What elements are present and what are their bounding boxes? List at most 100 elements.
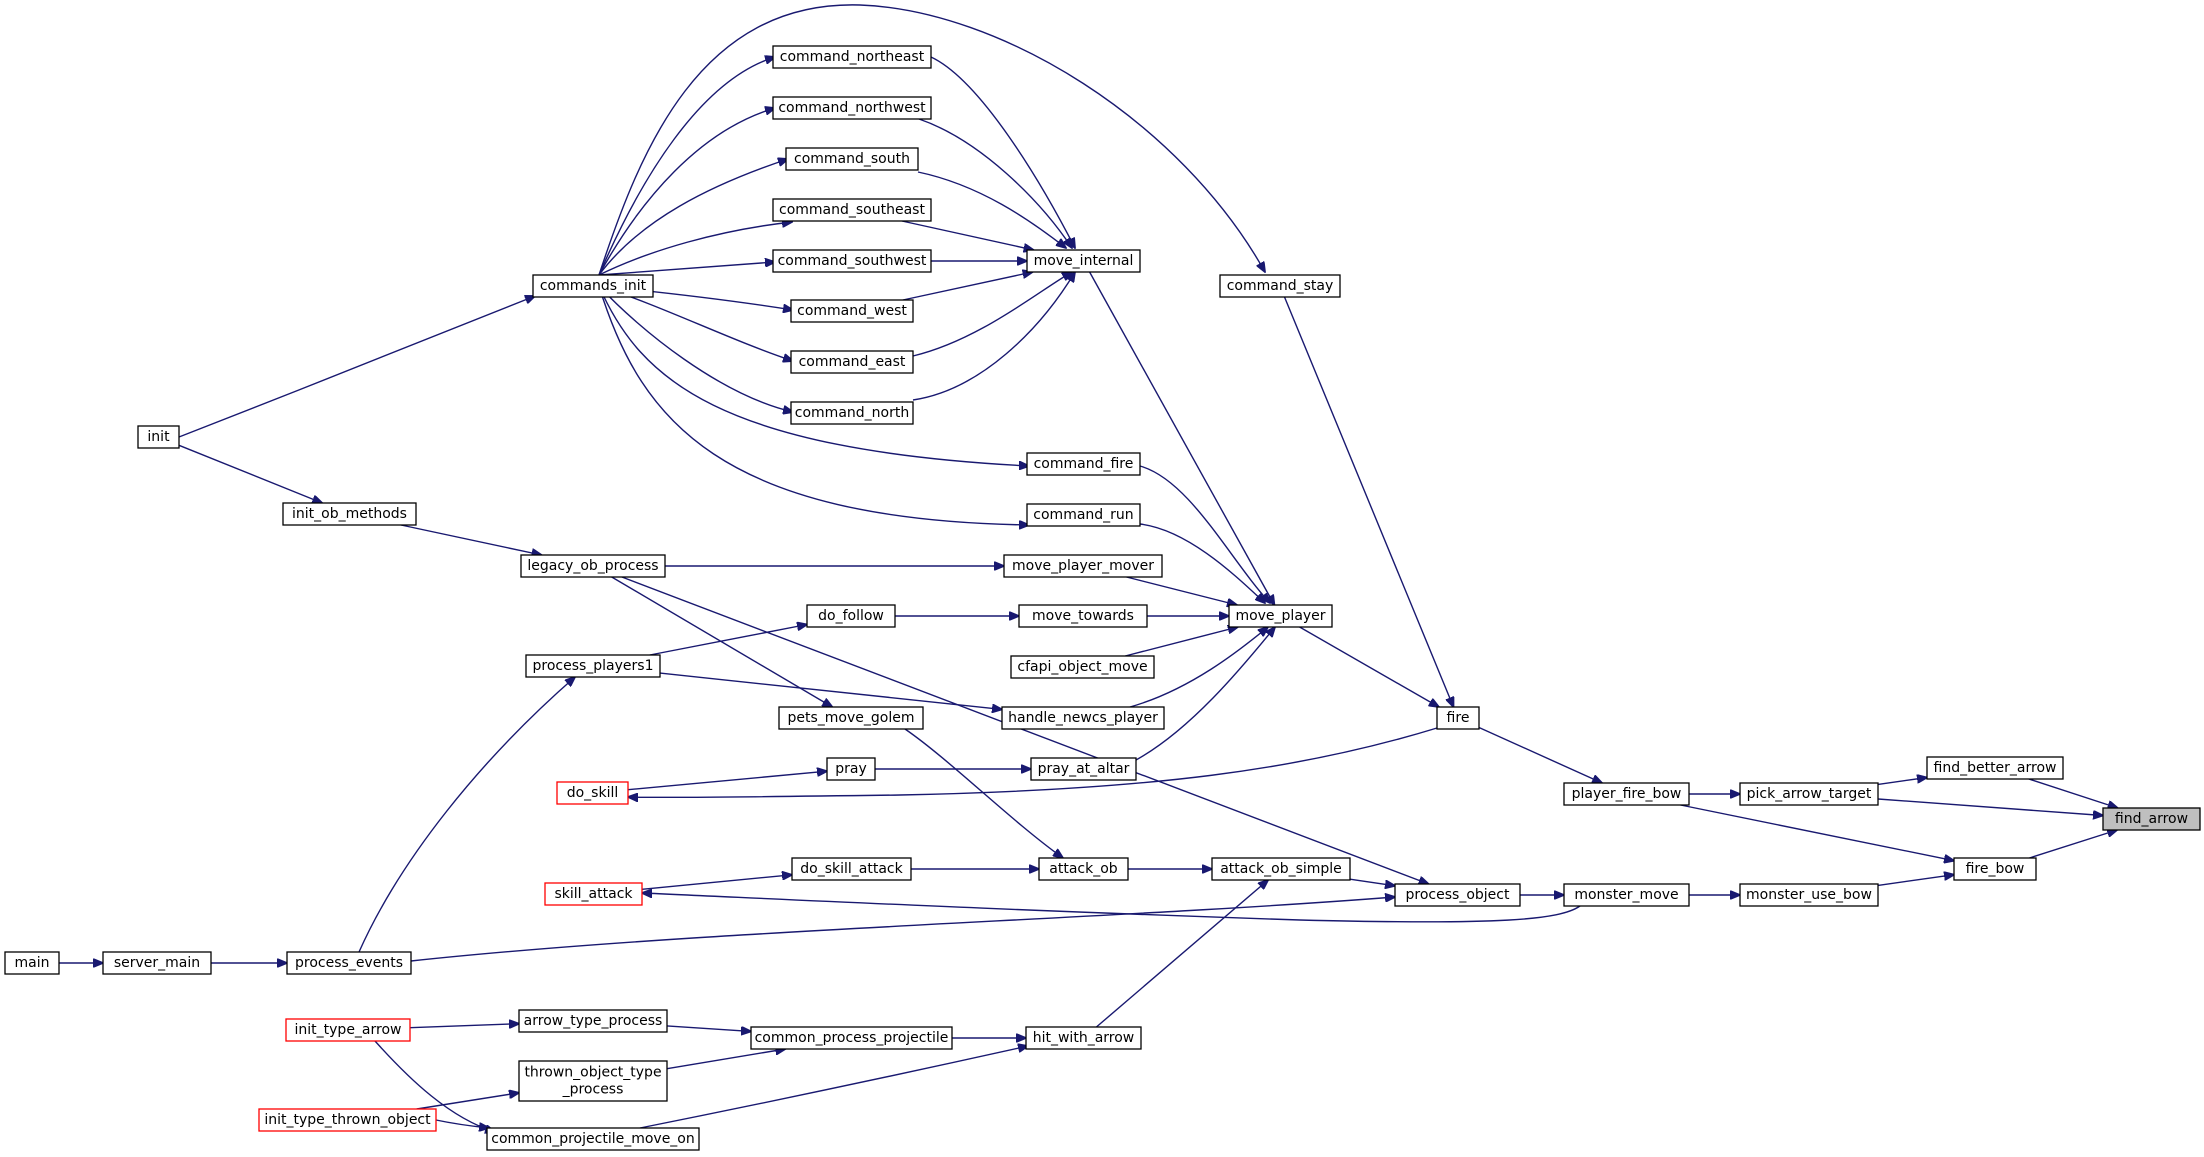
edge-commands_init-to-command_northeast [598, 57, 775, 276]
node-box [1010, 655, 1155, 679]
node-do-follow[interactable]: do_follow [806, 604, 896, 628]
edge-path [666, 1025, 751, 1032]
node-do-skill[interactable]: do_skill [556, 781, 629, 805]
node-box [790, 350, 914, 374]
edge-path [178, 444, 322, 503]
node-find-better-arrow[interactable]: find_better_arrow [1926, 756, 2064, 780]
edge-process_events-to-process_object [410, 897, 1395, 962]
edge-path [639, 1046, 1028, 1129]
edge-init-to-init_ob_methods [178, 444, 322, 503]
node-command-run[interactable]: command_run [1026, 503, 1141, 527]
node-commands-init[interactable]: commands_init [532, 274, 654, 298]
node-label: _process [562, 1082, 624, 1098]
node-label: find_arrow [2115, 811, 2188, 827]
node-command-southeast[interactable]: command_southeast [772, 198, 932, 222]
node-label: handle_newcs_player [1008, 710, 1158, 726]
node-common-projectile-move-on[interactable]: common_projectile_move_on [486, 1127, 700, 1151]
node-arrow-type-process[interactable]: arrow_type_process [518, 1009, 668, 1033]
node-command-west[interactable]: command_west [790, 299, 914, 323]
node-label: pets_move_golem [788, 710, 915, 726]
node-box [778, 706, 924, 730]
node-process-players1[interactable]: process_players1 [525, 654, 661, 678]
node-init-ob-methods[interactable]: init_ob_methods [282, 502, 417, 526]
node-label: hit_with_arrow [1033, 1030, 1135, 1046]
node-process-events[interactable]: process_events [286, 951, 412, 975]
node-monster-use-bow[interactable]: monster_use_bow [1739, 883, 1879, 907]
node-label: command_northeast [780, 49, 925, 65]
node-init[interactable]: init [137, 425, 180, 449]
node-box [518, 1060, 668, 1102]
node-command-south[interactable]: command_south [785, 147, 919, 171]
node-player-fire-bow[interactable]: player_fire_bow [1563, 782, 1690, 806]
node-main[interactable]: main [4, 951, 60, 975]
node-label: fire [1447, 710, 1470, 726]
node-command-southwest[interactable]: command_southwest [772, 249, 932, 273]
node-command-northeast[interactable]: command_northeast [772, 45, 932, 69]
node-label: pick_arrow_target [1747, 786, 1872, 802]
edge-commands_init-to-command_south [598, 159, 788, 276]
edges-layer [59, 4, 2118, 1132]
node-server-main[interactable]: server_main [102, 951, 212, 975]
node-label: do_skill_attack [800, 861, 903, 877]
edge-path [1877, 798, 2103, 816]
node-monster-move[interactable]: monster_move [1563, 883, 1690, 907]
node-fire[interactable]: fire [1436, 706, 1480, 730]
node-move-player[interactable]: move_player [1228, 604, 1333, 628]
node-init-type-arrow[interactable]: init_type_arrow [285, 1018, 411, 1042]
edge-thrown_object_type_process-to-common_process_projectile [666, 1049, 785, 1070]
node-hit-with-arrow[interactable]: hit_with_arrow [1025, 1026, 1142, 1050]
node-command-northwest[interactable]: command_northwest [772, 96, 932, 120]
node-legacy-ob-process[interactable]: legacy_ob_process [520, 554, 666, 578]
node-do-skill-attack[interactable]: do_skill_attack [791, 857, 912, 881]
edge-path [666, 1049, 785, 1070]
edge-init_type_arrow-to-arrow_type_process [409, 1024, 519, 1028]
node-attack-ob[interactable]: attack_ob [1038, 857, 1129, 881]
node-box [258, 1108, 437, 1132]
node-command-east[interactable]: command_east [790, 350, 914, 374]
edge-commands_init-to-command_northwest [598, 108, 775, 276]
node-common-process-projectile[interactable]: common_process_projectile [750, 1026, 953, 1050]
node-move-internal[interactable]: move_internal [1026, 249, 1141, 273]
edge-init_type_thrown_object-to-common_projectile_move_on [435, 1119, 489, 1128]
node-pray-at-altar[interactable]: pray_at_altar [1030, 757, 1137, 781]
node-label: pray_at_altar [1038, 761, 1130, 777]
node-label: monster_move [1574, 887, 1678, 903]
node-command-north[interactable]: command_north [790, 401, 914, 425]
node-box [282, 502, 417, 526]
node-move-towards[interactable]: move_towards [1018, 604, 1148, 628]
edge-path [649, 625, 807, 656]
edge-monster_use_bow-to-fire_bow [1877, 875, 1954, 887]
edge-path [358, 677, 575, 953]
node-box [1563, 883, 1690, 907]
edge-path [598, 159, 788, 276]
node-pray[interactable]: pray [826, 757, 876, 781]
node-cfapi-object-move[interactable]: cfapi_object_move [1010, 655, 1155, 679]
node-label: server_main [114, 955, 200, 971]
node-find-arrow[interactable]: find_arrow [2102, 807, 2201, 831]
node-box [790, 401, 914, 425]
node-label: attack_ob_simple [1220, 861, 1342, 877]
node-label: move_towards [1032, 608, 1134, 624]
node-move-player-mover[interactable]: move_player_mover [1003, 554, 1163, 578]
node-box [791, 857, 912, 881]
node-thrown-object-type-process[interactable]: thrown_object_type_process [518, 1060, 668, 1102]
node-label: command_south [794, 151, 910, 167]
node-label: init [147, 429, 170, 445]
node-attack-ob-simple[interactable]: attack_ob_simple [1211, 857, 1351, 881]
edge-path [1139, 523, 1265, 603]
edge-hit_with_arrow-to-attack_ob_simple [1095, 880, 1268, 1028]
node-handle-newcs-player[interactable]: handle_newcs_player [1001, 706, 1165, 730]
node-process-object[interactable]: process_object [1394, 883, 1521, 907]
node-pets-move-golem[interactable]: pets_move_golem [778, 706, 924, 730]
node-fire-bow[interactable]: fire_bow [1953, 857, 2037, 881]
node-skill-attack[interactable]: skill_attack [544, 882, 643, 906]
node-label: do_follow [818, 608, 884, 624]
node-command-fire[interactable]: command_fire [1026, 452, 1141, 476]
edge-path [611, 576, 833, 707]
node-command-stay[interactable]: command_stay [1219, 274, 1341, 298]
node-pick-arrow-target[interactable]: pick_arrow_target [1739, 782, 1879, 806]
node-box [556, 781, 629, 805]
node-init-type-thrown-object[interactable]: init_type_thrown_object [258, 1108, 437, 1132]
edge-move_player-to-fire [1299, 626, 1439, 707]
